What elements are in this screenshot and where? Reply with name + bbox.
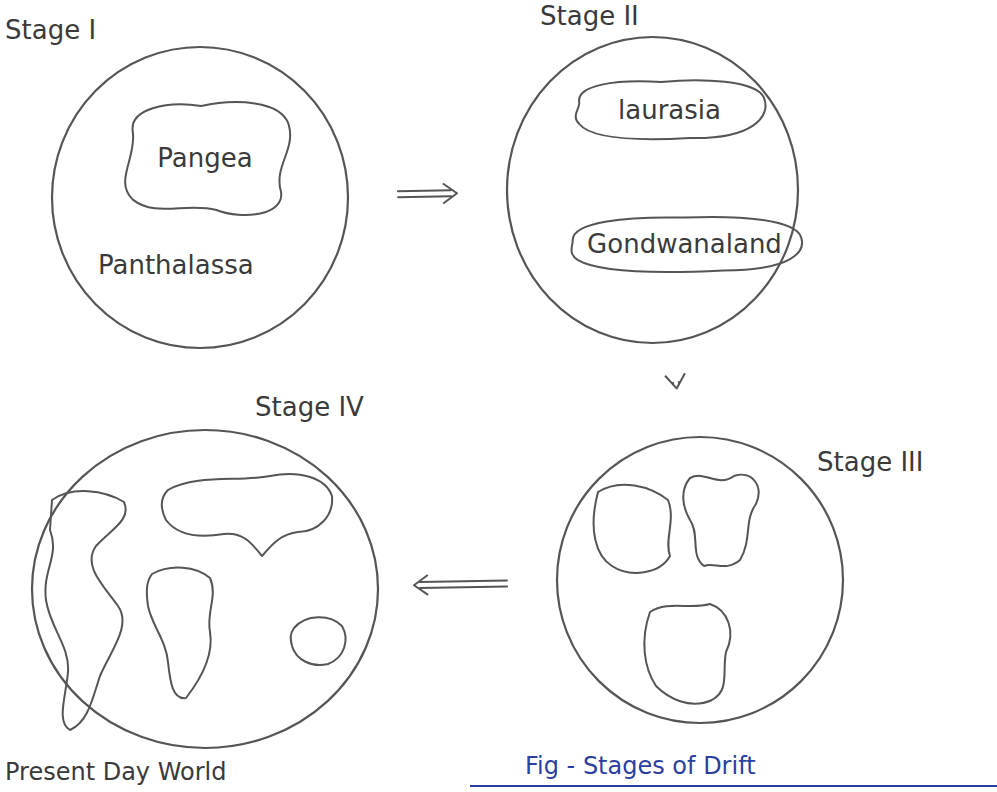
caption-underline <box>470 785 997 787</box>
continent-shape <box>162 474 332 556</box>
continent-shape <box>683 475 758 566</box>
landmass-blob: Gondwanaland <box>563 211 806 277</box>
drift-arrow <box>398 183 457 203</box>
stage-circle: Stage IIlaurasiaGondwanaland <box>505 35 800 345</box>
landmass-name: Gondwanaland <box>587 229 782 259</box>
figure-caption: Fig - Stages of Drift <box>525 752 756 780</box>
stage-circle: Stage IPanthalassaPangea <box>50 45 350 350</box>
landmass-blob: laurasia <box>567 75 772 145</box>
stage-circle: Stage IVPresent Day World <box>30 428 380 750</box>
drift-arrow <box>665 373 685 388</box>
node-outline <box>555 435 845 725</box>
stage-heading: Stage III <box>817 447 923 477</box>
stage-heading: Stage I <box>5 15 96 45</box>
ocean-name: Panthalassa <box>98 250 254 280</box>
drift-arrow <box>414 575 507 595</box>
stage-heading: Stage II <box>540 1 639 31</box>
continent-shape <box>594 485 671 573</box>
node-outline <box>50 45 350 350</box>
continent-shape <box>147 568 213 699</box>
figure-label: Present Day World <box>5 758 226 786</box>
continent-shape <box>291 617 346 665</box>
continent-shape <box>644 604 730 704</box>
stage-heading: Stage IV <box>255 392 364 422</box>
stage-circle: Stage III <box>555 435 845 725</box>
landmass-name: Pangea <box>157 143 252 173</box>
landmass-blob: Pangea <box>110 93 300 223</box>
landmass-name: laurasia <box>618 95 721 125</box>
continent-shape <box>45 491 125 730</box>
node-outline <box>30 428 380 750</box>
